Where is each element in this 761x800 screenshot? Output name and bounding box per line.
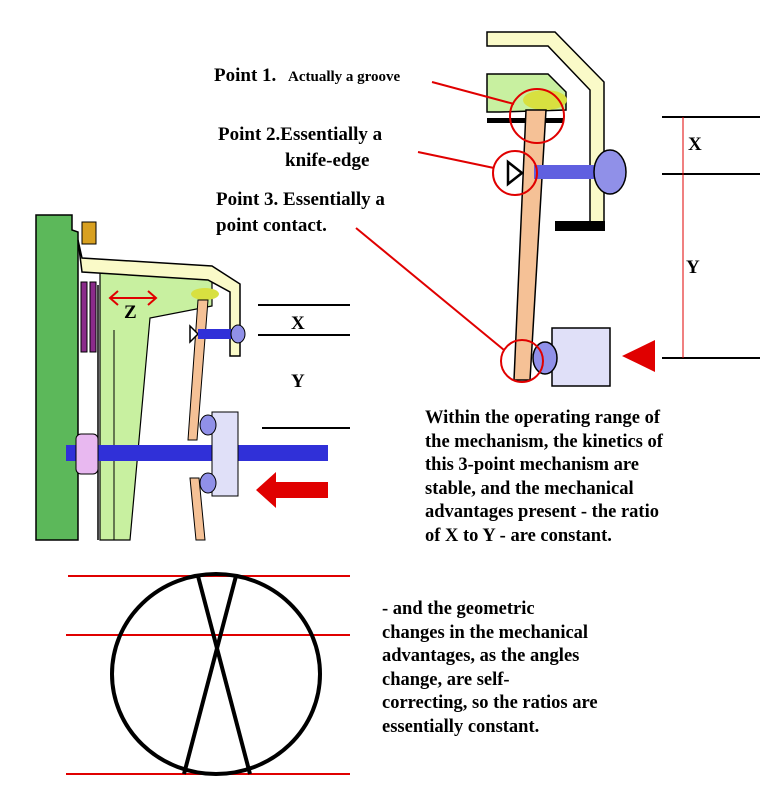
groove-highlight [191,288,219,300]
point3-label-line2: point contact. [216,215,327,236]
point1-label: Point 1. [214,65,277,86]
explanation-paragraph-1: Within the operating range of the mechan… [425,408,663,546]
callout-circle-3 [500,339,544,383]
clutch-disc [80,281,88,353]
shaft-collar [75,433,99,475]
piston-knob-top [199,414,217,436]
knife-edge-small [189,324,200,344]
housing-body [35,214,79,541]
piston-large [551,327,611,387]
y-label-large: Y [686,257,700,278]
z-arrow [108,290,158,306]
x-label-large: X [688,134,702,155]
force-arrow-large [622,340,655,372]
geometry-chord [196,575,252,775]
bolt [81,221,97,245]
piston-knob-bottom [199,472,217,494]
point2-label: Point 2.Essentially a [218,124,383,145]
clutch-disc [89,281,97,353]
knife-edge-large [506,159,525,187]
large-mechanism [486,31,760,387]
knob-large [534,165,604,179]
point3-label: Point 3. Essentially a [216,189,385,210]
z-label: Z [124,302,137,323]
geometry-chord [182,575,238,775]
geometry-diagram [66,572,350,776]
point2-label-line2: knife-edge [285,150,370,171]
frame-bracket [77,239,241,357]
callouts [355,81,565,383]
x-label-small: X [291,313,305,334]
knob-small [198,329,234,339]
callout-line-3 [355,227,505,351]
callout-line-2 [417,151,495,169]
callout-circle-1 [509,88,565,144]
shaft [66,445,328,461]
large-groove-highlight [523,90,567,110]
knob-large-end [593,149,627,195]
knob-small-end [230,324,246,344]
explanation-paragraph-2: - and the geometric changes in the mecha… [382,599,598,737]
callout-circle-2 [492,150,538,196]
stop-plate [555,221,605,231]
callout-line-1 [431,81,515,105]
small-mechanism [35,214,350,541]
force-arrow-small [256,472,328,508]
point1-note: Actually a groove [288,69,401,85]
y-label-small: Y [291,371,305,392]
geometry-circle [110,572,322,776]
tan-lever-lower [189,477,206,541]
